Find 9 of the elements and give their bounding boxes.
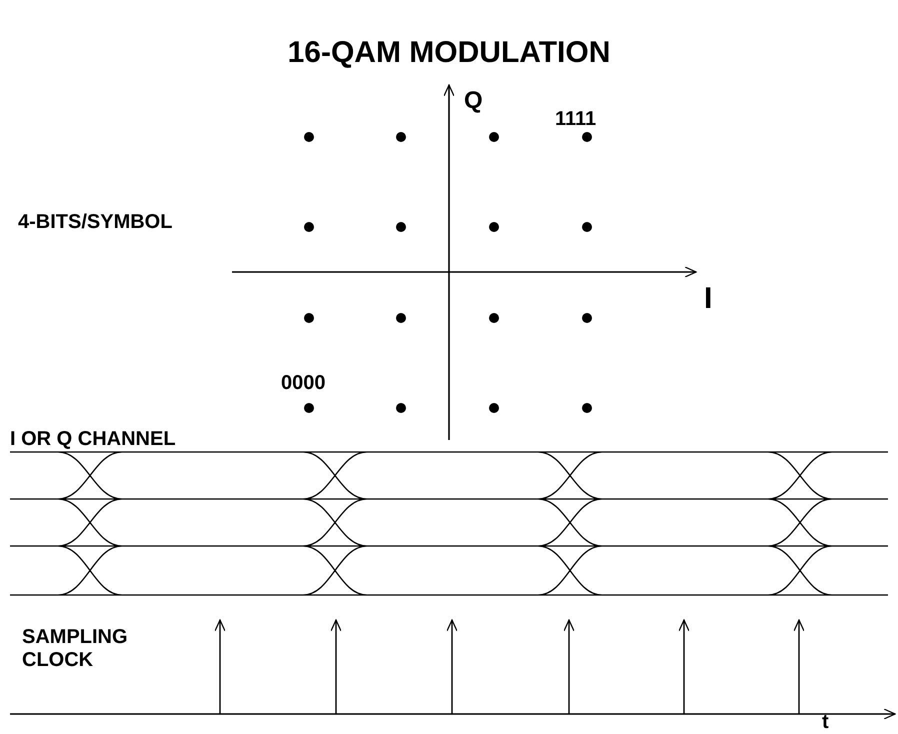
axis-label: t bbox=[822, 711, 829, 734]
axis-label: Q bbox=[464, 87, 483, 115]
diagram-title: 16-QAM MODULATION bbox=[286, 38, 612, 68]
axis-label: I bbox=[704, 282, 712, 316]
axis-label: 1111 bbox=[555, 108, 596, 131]
axis-label: 4-BITS/SYMBOL bbox=[18, 211, 172, 234]
axis-label: 0000 bbox=[281, 372, 326, 395]
axis-label: SAMPLING CLOCK bbox=[22, 626, 129, 672]
axis-label: I OR Q CHANNEL bbox=[10, 428, 176, 451]
